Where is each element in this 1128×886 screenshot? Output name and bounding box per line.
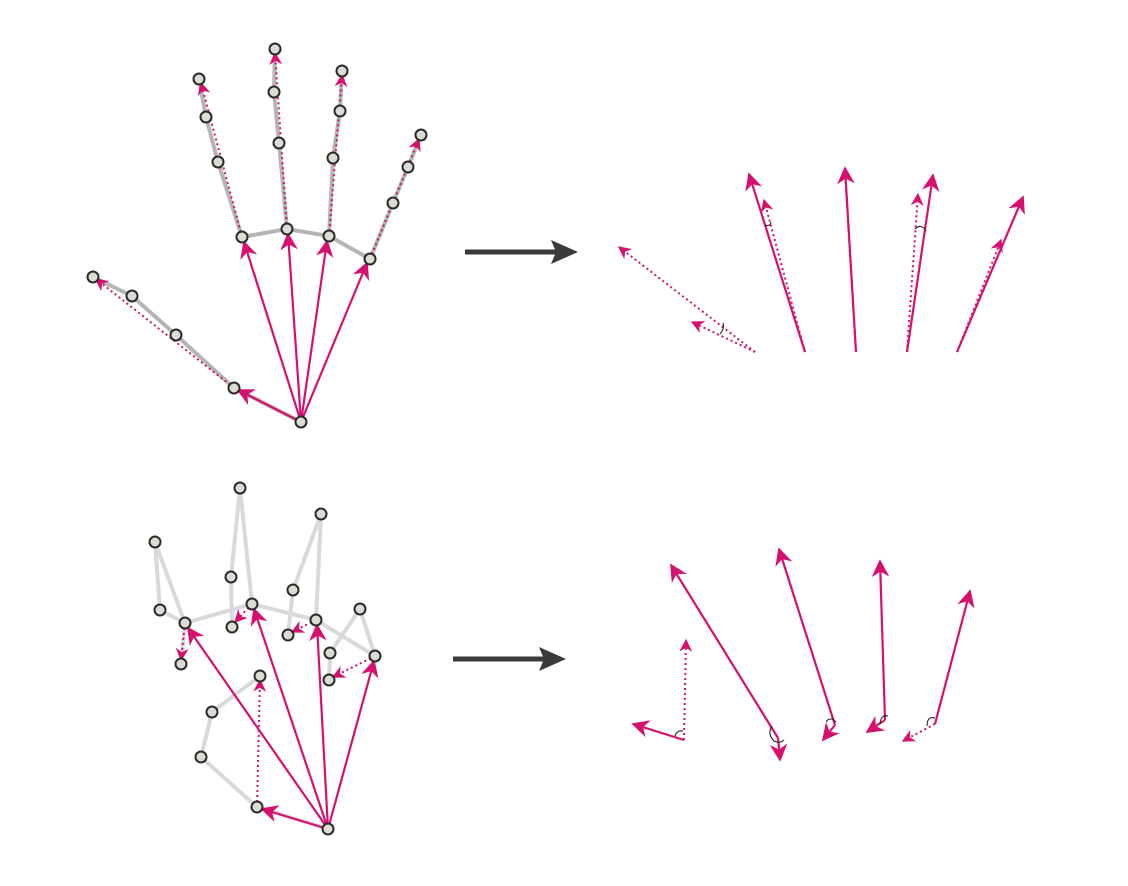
angle-arc xyxy=(914,225,927,232)
joint xyxy=(272,136,286,150)
curled-hand-joints xyxy=(148,481,382,836)
joint xyxy=(153,603,167,617)
angle-arc xyxy=(719,322,725,335)
joint xyxy=(205,705,219,719)
middle-vector-dotted xyxy=(845,189,857,353)
middle-finger-vector xyxy=(234,603,253,623)
joint xyxy=(250,800,264,814)
wrist-to-middle-vector xyxy=(280,232,303,423)
joint xyxy=(294,415,308,429)
angle-arc xyxy=(825,718,837,723)
joint xyxy=(253,669,267,683)
angle-arc xyxy=(769,725,785,743)
joint xyxy=(267,85,281,99)
open-hand-skeleton xyxy=(86,42,428,429)
joint xyxy=(280,222,294,236)
curled-hand-skeleton xyxy=(148,481,382,836)
joint xyxy=(281,628,295,642)
transform-arrow-bottom-icon xyxy=(453,647,566,671)
joint xyxy=(323,646,337,660)
open-hand-vector-fan xyxy=(617,166,1025,353)
middle-vector-down xyxy=(821,722,840,742)
joint xyxy=(363,252,377,266)
angle-arc xyxy=(764,221,772,227)
joint xyxy=(326,151,340,165)
ring-vector xyxy=(905,173,940,353)
open-hand-joints xyxy=(86,42,428,429)
pinky-vector-dotted xyxy=(956,238,1003,353)
joint xyxy=(322,229,336,243)
open-hand-bones xyxy=(91,47,423,424)
pinky-vector-dotted xyxy=(901,723,936,742)
joint xyxy=(199,110,213,124)
thumb-vector-short xyxy=(690,321,756,353)
pinky-finger-vector xyxy=(369,137,421,260)
wrist-to-ring-vector xyxy=(299,239,334,423)
joint xyxy=(321,822,335,836)
wrist-to-thumb-vector xyxy=(236,389,302,423)
pinky-vector xyxy=(933,589,975,725)
joint xyxy=(178,616,192,630)
thumb-vector-dotted xyxy=(679,638,693,741)
wrist-to-middle-vector xyxy=(250,607,330,830)
transform-arrow-top-icon xyxy=(465,240,578,264)
joint xyxy=(148,535,162,549)
joint xyxy=(174,657,188,671)
angle-arc xyxy=(879,715,889,725)
joint xyxy=(227,381,241,395)
ring-vector xyxy=(871,559,890,721)
thumb-vector xyxy=(631,720,685,742)
wrist-to-pinky-vector xyxy=(326,659,379,830)
joint xyxy=(309,613,323,627)
joint xyxy=(194,750,208,764)
joint xyxy=(314,507,328,521)
joint xyxy=(233,481,247,495)
index-vector xyxy=(670,563,779,739)
pinky-vector xyxy=(955,195,1025,353)
joint xyxy=(268,42,282,56)
pinky-finger-vector xyxy=(331,655,376,678)
curled-hand-vector-fan xyxy=(631,547,975,762)
wrist-to-pinky-vector xyxy=(299,261,370,423)
joint xyxy=(414,128,428,142)
thumb-vector-dotted xyxy=(617,246,756,353)
index-finger-vector xyxy=(197,81,243,238)
joint xyxy=(353,602,367,616)
open-hand-vectors xyxy=(94,51,421,423)
joint xyxy=(86,270,100,284)
wrist-to-thumb-vector xyxy=(260,805,329,831)
joint xyxy=(224,570,238,584)
index-vector-dotted xyxy=(760,198,806,353)
curled-hand-vectors xyxy=(175,603,379,831)
joint xyxy=(322,673,336,687)
index-vector xyxy=(745,172,807,353)
ring-vector-dotted xyxy=(906,192,924,353)
angle-arc xyxy=(926,717,936,727)
joint xyxy=(386,196,400,210)
angle-arc xyxy=(674,730,684,737)
joint xyxy=(169,328,183,342)
thumb-finger-vector xyxy=(94,278,235,389)
joint xyxy=(245,597,259,611)
index-vector-down xyxy=(769,737,788,762)
joint xyxy=(333,104,347,118)
ring-vector-down xyxy=(865,715,886,733)
joint xyxy=(335,64,349,78)
joint xyxy=(401,160,415,174)
wrist-to-index-vector xyxy=(186,626,329,830)
joint xyxy=(225,620,239,634)
joint xyxy=(286,583,300,597)
middle-vector xyxy=(775,547,837,726)
joint xyxy=(211,155,225,169)
joint xyxy=(235,230,249,244)
joint xyxy=(368,649,382,663)
thumb-finger-vector xyxy=(253,678,267,808)
joint xyxy=(192,72,206,86)
wrist-to-index-vector xyxy=(240,240,303,423)
joint xyxy=(125,289,139,303)
wrist-to-ring-vector xyxy=(309,623,330,830)
